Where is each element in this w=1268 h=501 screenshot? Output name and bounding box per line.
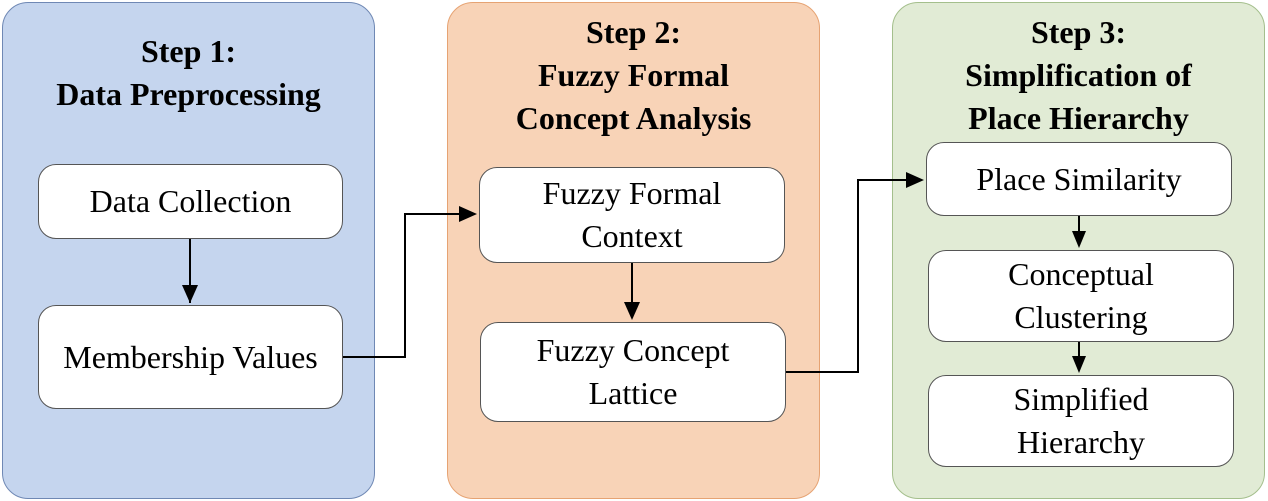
membership-values-label: Membership Values (63, 338, 318, 375)
place-similarity-label: Place Similarity (976, 160, 1182, 197)
arrowhead-membership-to-fuzzy-formal-context (459, 206, 477, 222)
step-3-title-line-2: Simplification of (965, 57, 1192, 93)
step-2-title-line-2: Fuzzy Formal (537, 57, 730, 93)
fuzzy-formal-context-node: Fuzzy Formal Context (479, 167, 785, 263)
fuzzy-formal-context-line-2: Context (581, 218, 683, 254)
arrow-lattice-to-place-similarity (786, 179, 907, 373)
simplified-hierarchy-line-2: Hierarchy (1017, 424, 1145, 460)
arrowhead-data-collection-to-membership (182, 285, 198, 303)
simplified-hierarchy-line-1: Simplified (1013, 381, 1149, 417)
step-3-title: Step 3: Simplification of Place Hierarch… (893, 11, 1264, 140)
fuzzy-concept-lattice-line-2: Lattice (588, 375, 678, 411)
conceptual-clustering-node: Conceptual Clustering (928, 250, 1234, 342)
step-2-title: Step 2: Fuzzy Formal Concept Analysis (448, 11, 819, 140)
arrowhead-clustering-to-simplified (1072, 356, 1086, 373)
data-collection-node: Data Collection (38, 164, 343, 239)
step-1-panel: Step 1: Data Preprocessing (2, 2, 375, 499)
step-3-title-line-1: Step 3: (1030, 14, 1127, 50)
fuzzy-concept-lattice-line-1: Fuzzy Concept (536, 332, 730, 368)
membership-values-node: Membership Values (38, 305, 343, 409)
arrowhead-lattice-to-place-similarity (906, 172, 924, 188)
conceptual-clustering-line-1: Conceptual (1008, 256, 1154, 292)
step-2-title-line-1: Step 2: (585, 14, 682, 50)
step-1-title-line-2: Data Preprocessing (56, 76, 321, 112)
step-1-title: Step 1: Data Preprocessing (3, 30, 374, 116)
arrowhead-similarity-to-clustering (1072, 231, 1086, 248)
fuzzy-formal-context-line-1: Fuzzy Formal (542, 175, 722, 211)
step-1-title-line-1: Step 1: (140, 33, 237, 69)
place-similarity-node: Place Similarity (926, 142, 1232, 216)
step-3-title-line-3: Place Hierarchy (968, 100, 1189, 136)
simplified-hierarchy-node: Simplified Hierarchy (928, 375, 1234, 467)
data-collection-label: Data Collection (89, 183, 292, 219)
arrow-membership-to-fuzzy-formal-context (343, 213, 459, 358)
arrowhead-context-to-lattice (624, 302, 640, 320)
conceptual-clustering-line-2: Clustering (1014, 299, 1148, 335)
step-2-title-line-3: Concept Analysis (515, 100, 752, 136)
fuzzy-concept-lattice-node: Fuzzy Concept Lattice (480, 322, 786, 422)
